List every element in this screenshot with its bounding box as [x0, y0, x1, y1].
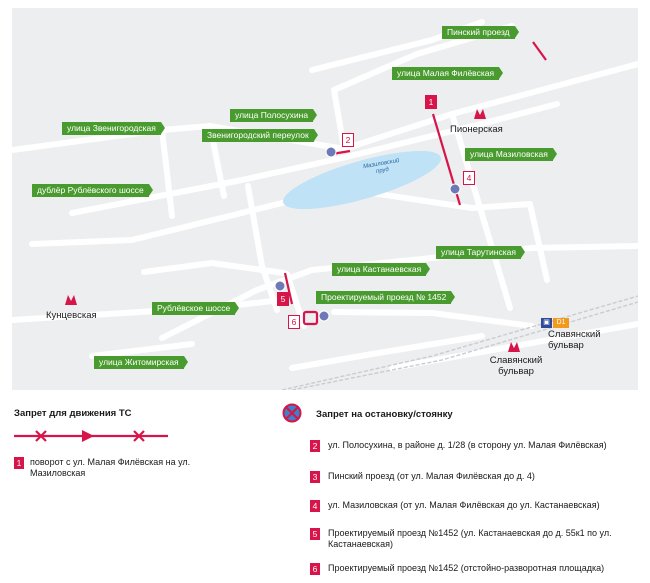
traffic-ban-title: Запрет для движения ТС — [14, 408, 132, 419]
legend-num-6: 6 — [310, 563, 320, 575]
sign-pinsky: Пинский проезд — [442, 26, 519, 39]
legend-num-5: 5 — [310, 528, 320, 540]
legend-text-3: Пинский проезд (от ул. Малая Филёвская д… — [328, 471, 535, 481]
sign-polosukhina: улица Полосухина — [230, 109, 318, 122]
sign-zvenigorodsky-per: Звенигородский переулок — [202, 129, 318, 142]
rail-station-icon: ▣ — [541, 318, 552, 328]
station-kuntsevskaya: Кунцевская — [46, 310, 97, 321]
station-slavyansky-bulvar-rail: Славянский бульвар — [548, 329, 601, 351]
stop-markers — [274, 146, 461, 322]
sign-kastanaevskaya: улица Кастанаевская — [332, 263, 431, 276]
marker-5: 5 — [277, 292, 289, 306]
sign-zhitomirskaya: улица Житомирская — [94, 356, 188, 369]
metro-icon-slavyansky — [508, 342, 520, 352]
d1-badge: D1 — [553, 318, 569, 328]
legend-text-1: поворот с ул. Малая Филёвская на ул. Маз… — [30, 457, 191, 478]
metro-icon-pionerskaya — [474, 109, 486, 119]
legend-text-5: Проектируемый проезд №1452 (ул. Кастанае… — [328, 528, 612, 549]
sign-zvenigorodskaya: улица Звенигородская — [62, 122, 165, 135]
marker-1: 1 — [425, 95, 437, 109]
legend-text-6: Проектируемый проезд №1452 (отстойно-раз… — [328, 563, 605, 573]
map[interactable]: Мазиловский пруд Пинский проезд улица Ма… — [12, 8, 638, 390]
legend-text-4: ул. Мазиловская (от ул. Малая Филёвская … — [328, 500, 600, 510]
marker-4: 4 — [463, 171, 475, 185]
road-network — [12, 19, 638, 390]
sign-malaya-filevskaya: улица Малая Филёвская — [392, 67, 504, 80]
metro-icon-kuntsevskaya — [65, 295, 77, 305]
legend-num-1: 1 — [14, 457, 24, 469]
legend-num-2: 2 — [310, 440, 320, 452]
stop-ban-title: Запрет на остановку/стоянку — [316, 409, 453, 420]
legend-num-3: 3 — [310, 471, 320, 483]
sign-rublevskoe: Рублёвское шоссе — [152, 302, 240, 315]
sign-dubler: дублёр Рублёвского шоссе — [32, 184, 153, 197]
pond — [283, 150, 441, 210]
legend-num-4: 4 — [310, 500, 320, 512]
marker-2: 2 — [342, 133, 354, 147]
sign-proektiruemy: Проектируемый проезд № 1452 — [316, 291, 456, 304]
sign-mazilovskaya: улица Мазиловская — [465, 148, 557, 161]
station-slavyansky-bulvar: Славянский бульвар — [489, 355, 543, 377]
marker-6: 6 — [288, 315, 300, 329]
legend-text-2: ул. Полосухина, в районе д. 1/28 (в стор… — [328, 440, 607, 450]
sign-tarutinskaya: улица Тарутинская — [436, 246, 525, 259]
traffic-ban-symbol — [14, 430, 168, 442]
stop-ban-icon — [282, 403, 302, 423]
station-pionerskaya: Пионерская — [450, 124, 503, 135]
